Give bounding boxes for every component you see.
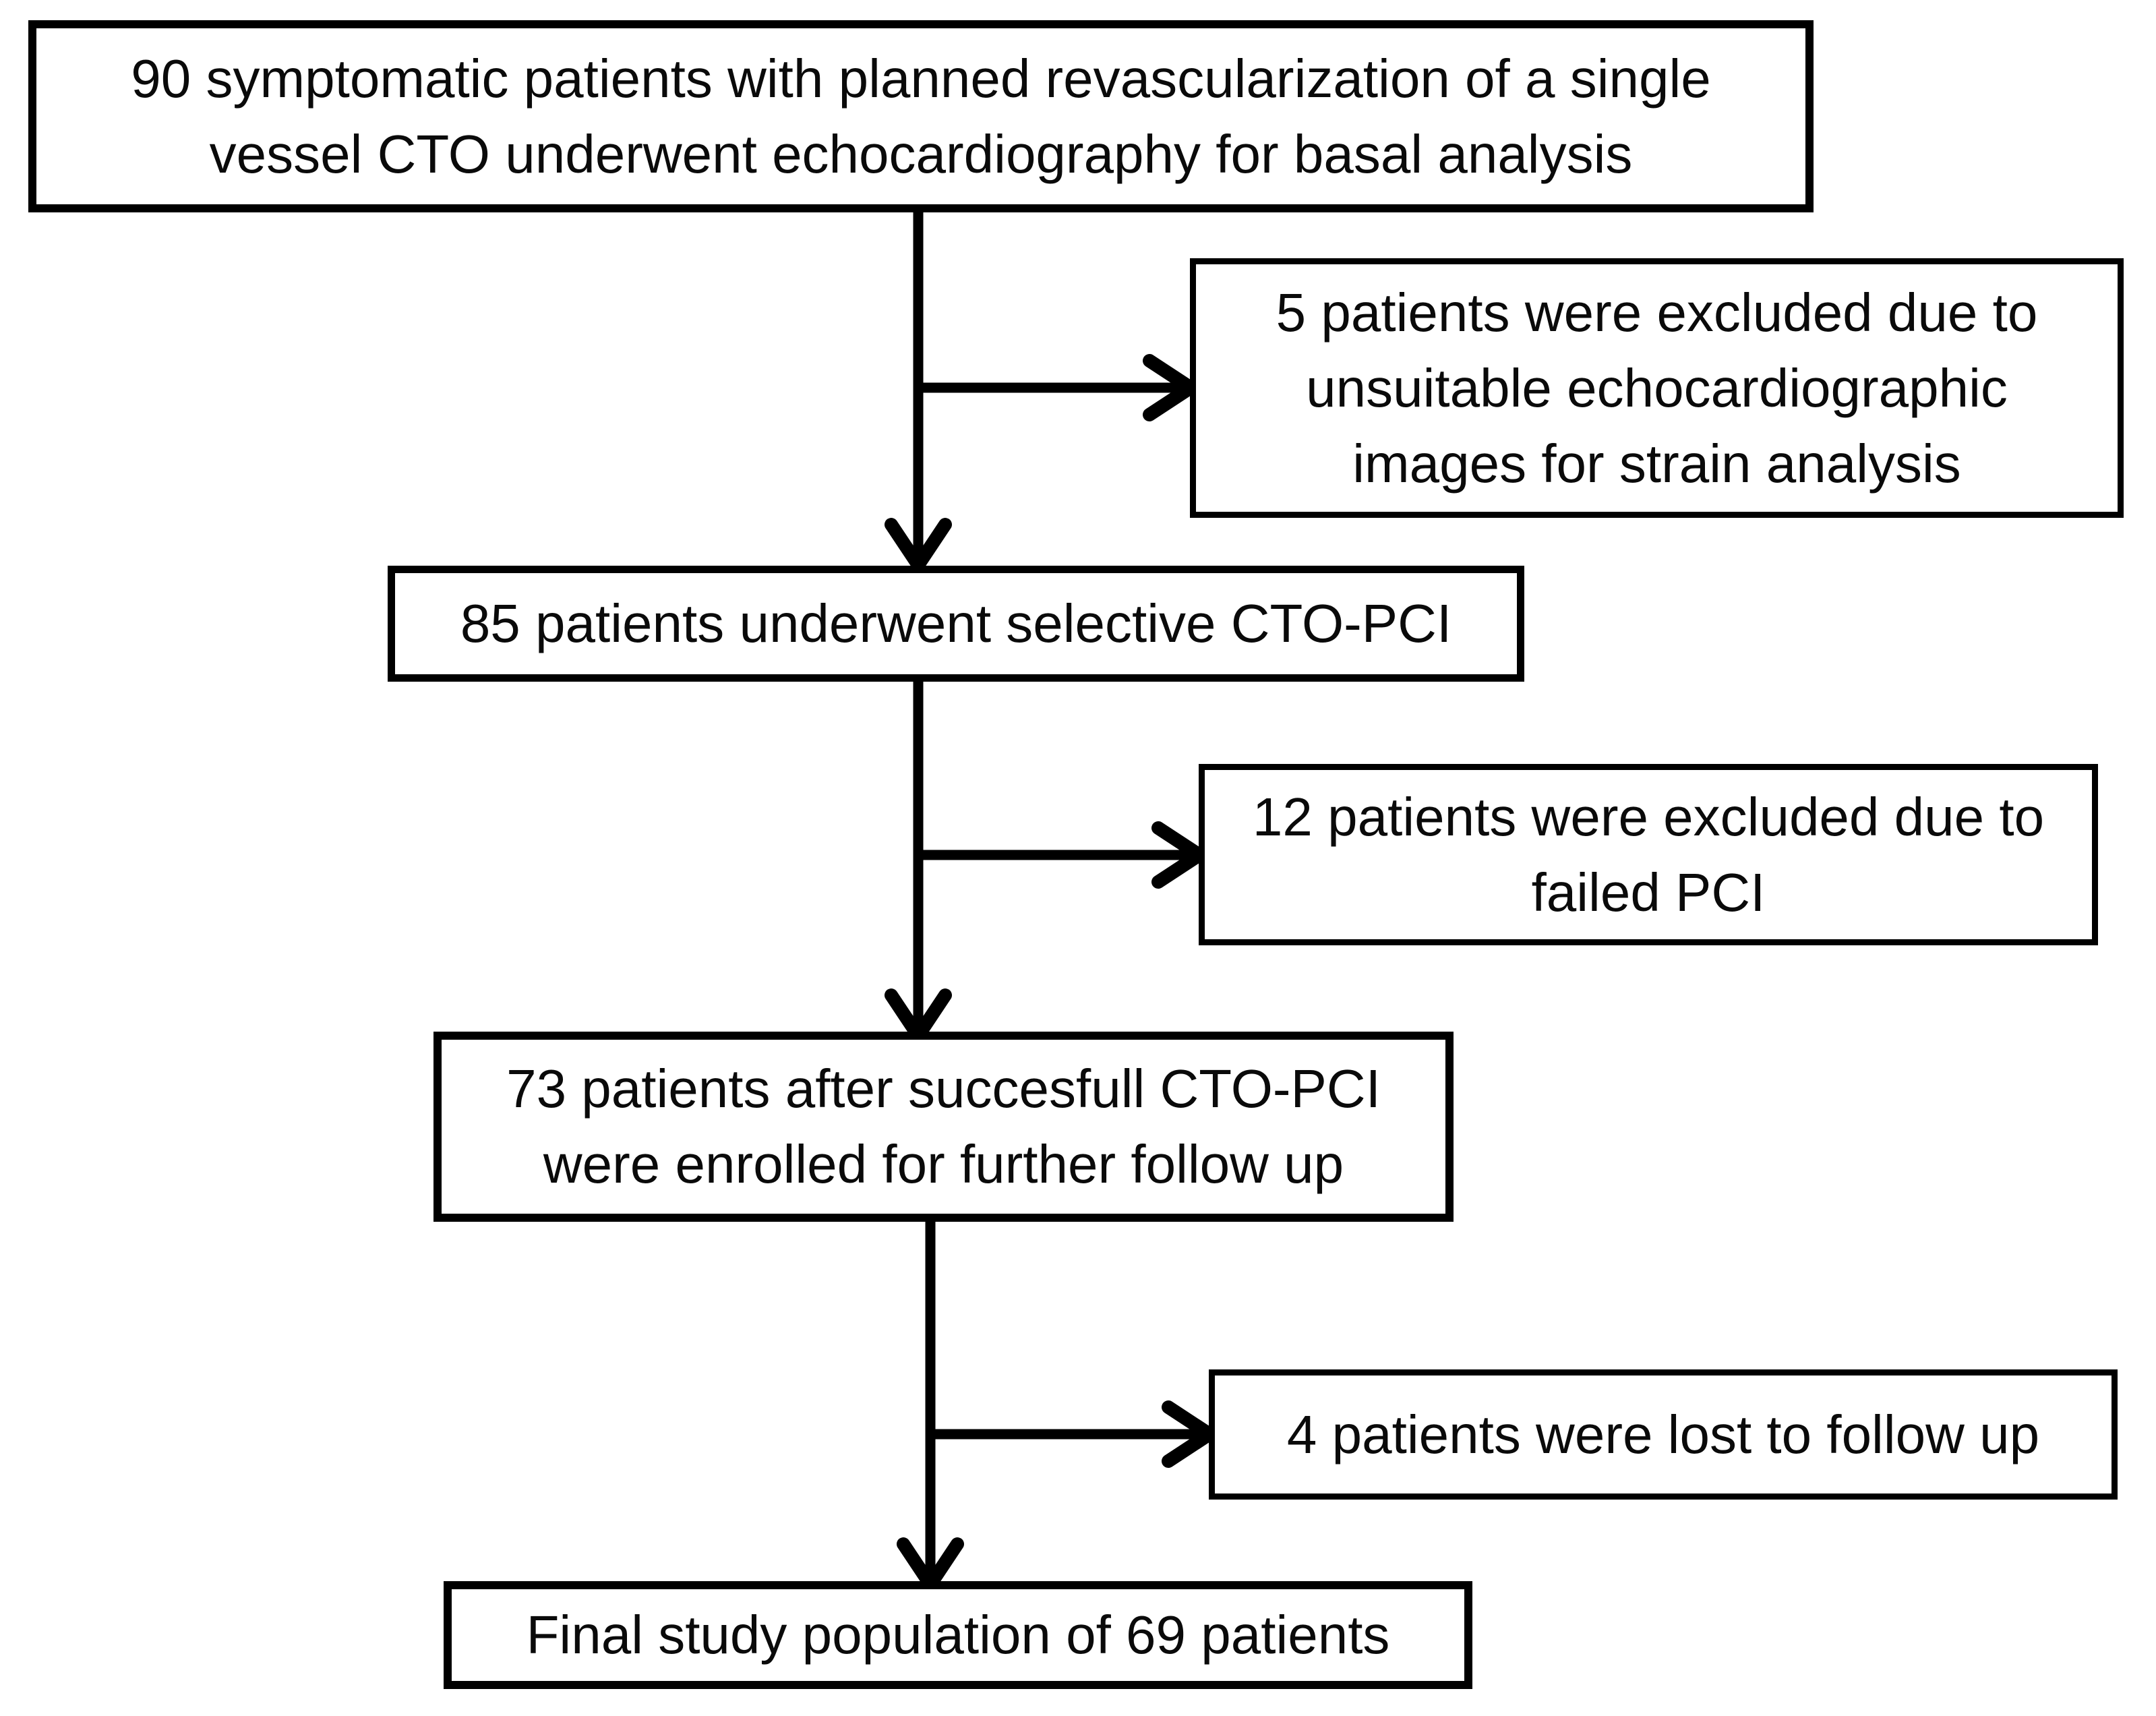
flow-node-basal-analysis: 90 symptomatic patients with planned rev… (28, 20, 1814, 212)
arrowhead-down-ctopci-to-enrolled (885, 988, 952, 1042)
flow-node-basal-analysis-text: 90 symptomatic patients with planned rev… (131, 48, 1711, 184)
flow-node-final-population-text: Final study population of 69 patients (526, 1605, 1390, 1665)
flow-node-excluded-failed-pci: 12 patients were excluded due to failed … (1199, 764, 2098, 945)
arrowhead-right-excluded-failed (1151, 821, 1206, 889)
flow-node-lost-follow-up-text: 4 patients were lost to follow up (1286, 1404, 2040, 1464)
flow-node-cto-pci: 85 patients underwent selective CTO-PCI (388, 566, 1524, 682)
flow-node-cto-pci-text: 85 patients underwent selective CTO-PCI (460, 593, 1452, 653)
flow-node-enrolled-follow-up-text: 73 patients after succesfull CTO-PCI wer… (506, 1059, 1381, 1194)
flow-node-lost-follow-up: 4 patients were lost to follow up (1209, 1369, 2118, 1500)
arrowhead-right-excluded-echo (1143, 354, 1197, 421)
flow-node-excluded-failed-pci-text: 12 patients were excluded due to failed … (1252, 786, 2045, 922)
flow-node-excluded-echo: 5 patients were excluded due to unsuitab… (1190, 258, 2124, 518)
flow-node-enrolled-follow-up: 73 patients after succesfull CTO-PCI wer… (433, 1032, 1454, 1222)
arrowhead-right-lost (1162, 1400, 1216, 1468)
flow-node-excluded-echo-text: 5 patients were excluded due to unsuitab… (1276, 282, 2038, 494)
arrowhead-down-enrolled-to-final (897, 1537, 964, 1591)
arrowhead-down-basal-to-ctopci (885, 518, 952, 572)
flow-node-final-population: Final study population of 69 patients (444, 1581, 1472, 1689)
